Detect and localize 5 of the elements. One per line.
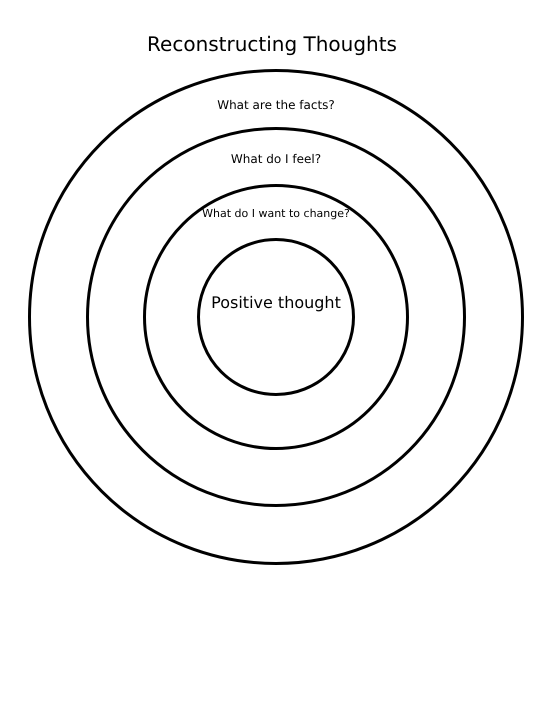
ring-label: What are the facts? (216, 98, 336, 112)
diagram-title: Reconstructing Thoughts (146, 32, 398, 56)
ring-label: What do I feel? (230, 152, 322, 166)
ring-label: What do I want to change? (201, 207, 351, 220)
ring-label: Positive thought (210, 293, 342, 312)
